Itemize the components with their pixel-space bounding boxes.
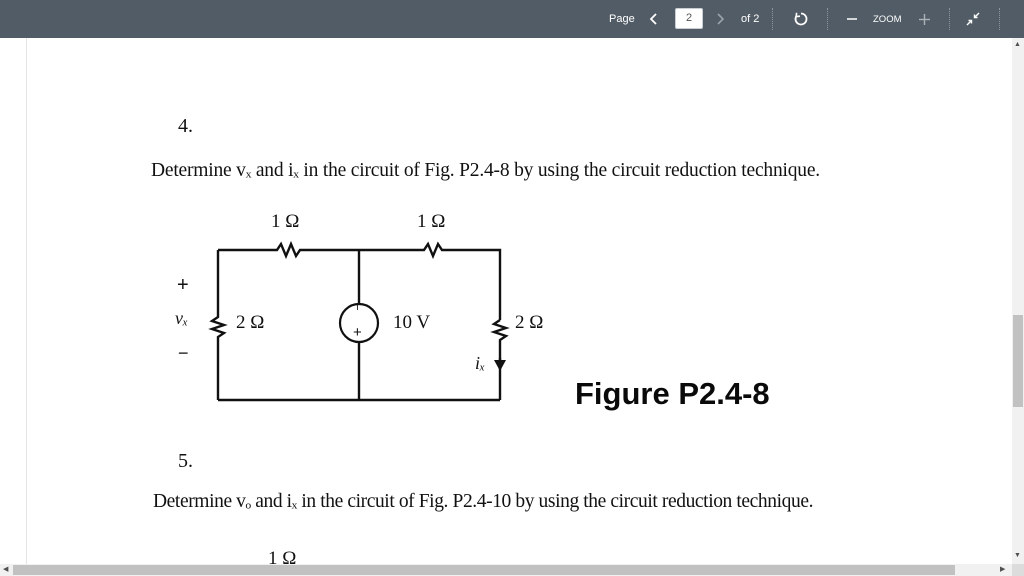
resistor-label: 1 Ω <box>271 211 300 232</box>
horizontal-scrollbar[interactable]: ◀ ▶ <box>0 564 1012 576</box>
source-plus-sign: + <box>353 324 362 341</box>
rotate-icon[interactable] <box>793 0 809 38</box>
source-voltage-label: 10 V <box>393 312 431 333</box>
toolbar-divider <box>999 8 1000 30</box>
horizontal-scroll-thumb[interactable] <box>13 565 955 575</box>
toolbar-divider <box>772 8 773 30</box>
resistor-label: 1 Ω <box>417 211 446 232</box>
question-5-text: Determine vₒ and iₓ in the circuit of Fi… <box>153 491 814 512</box>
question-4-number: 4. <box>178 115 193 137</box>
ix-label: iₓ <box>475 353 486 373</box>
figure-caption: Figure P2.4-8 <box>575 376 770 411</box>
scrollbar-corner <box>1012 564 1024 576</box>
source-minus-sign: − <box>350 303 365 311</box>
page-edge <box>26 38 27 564</box>
chevron-left-icon[interactable] <box>649 0 659 38</box>
scroll-left-icon[interactable]: ◀ <box>3 566 9 573</box>
scroll-down-icon[interactable]: ▼ <box>1014 552 1021 559</box>
page-number-input[interactable]: 2 <box>675 8 703 29</box>
scroll-right-icon[interactable]: ▶ <box>1000 566 1006 573</box>
scroll-up-icon[interactable]: ▲ <box>1014 41 1021 48</box>
document-viewport[interactable]: 4. Determine vₓ and iₓ in the circuit of… <box>0 38 1012 564</box>
resistor-label: 2 Ω <box>236 312 265 333</box>
chevron-right-icon[interactable] <box>715 0 725 38</box>
vx-minus-sign: − <box>178 343 189 363</box>
vx-label: vₓ <box>175 308 189 328</box>
toolbar-divider <box>827 8 828 30</box>
page-count-label: of 2 <box>741 13 760 25</box>
plus-icon[interactable] <box>918 0 931 38</box>
page-label: Page <box>609 13 635 25</box>
partial-resistor-label: 1 Ω <box>268 548 297 564</box>
minus-icon[interactable] <box>846 0 858 38</box>
toolbar-divider <box>949 8 950 30</box>
vx-plus-sign: + <box>177 274 189 296</box>
resistor-label: 2 Ω <box>515 312 544 333</box>
pdf-toolbar: Page 2 of 2 ZOOM <box>0 0 1024 38</box>
circuit-diagram <box>208 240 510 402</box>
zoom-label: ZOOM <box>873 13 902 25</box>
question-5-number: 5. <box>178 450 193 472</box>
vertical-scrollbar[interactable]: ▲ ▼ <box>1012 38 1024 564</box>
question-4-text: Determine vₓ and iₓ in the circuit of Fi… <box>151 160 820 181</box>
collapse-icon[interactable] <box>966 0 980 38</box>
vertical-scroll-thumb[interactable] <box>1013 315 1023 407</box>
